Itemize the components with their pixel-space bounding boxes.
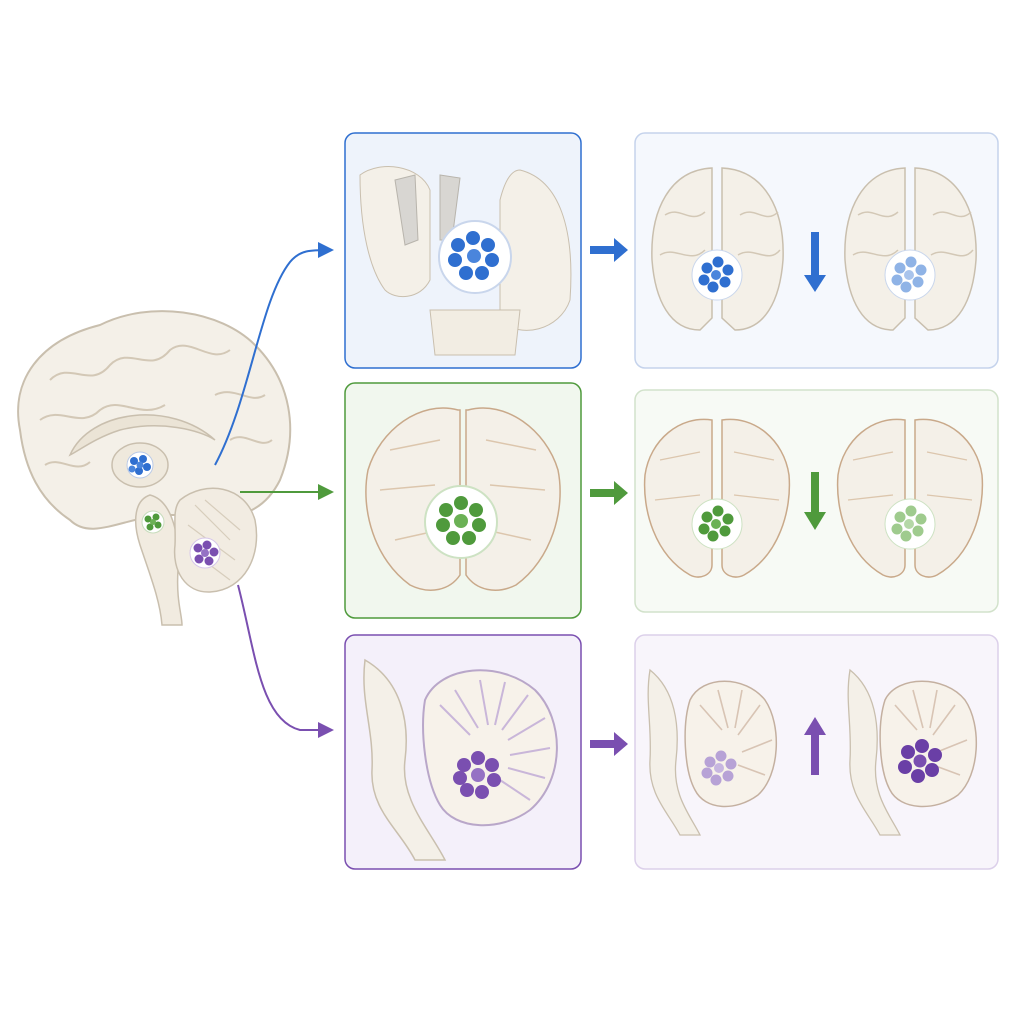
blue-cell-cluster-large (448, 231, 499, 280)
sagittal-brain (17, 310, 292, 626)
green-nucleus-marker (141, 510, 165, 534)
blue-row (344, 132, 999, 369)
green-brainstem-before (643, 418, 791, 578)
green-brainstem-after (836, 418, 984, 578)
blue-brain-after (844, 167, 977, 331)
blue-step-arrow (590, 238, 628, 262)
green-step-arrow (590, 481, 628, 505)
purple-step-arrow (590, 732, 628, 756)
blue-change-arrow-down (804, 232, 826, 292)
purple-change-arrow-up (804, 717, 826, 775)
green-change-arrow-down (804, 472, 826, 530)
blue-nucleus-marker (126, 451, 154, 479)
purple-nucleus-marker (189, 537, 221, 569)
purple-row (344, 634, 999, 870)
purple-cell-cluster-large (453, 751, 501, 799)
blue-brain-before (651, 167, 784, 331)
purple-cerebellum-before (647, 668, 778, 836)
green-cell-cluster-large (436, 496, 486, 545)
blue-connector-arrow (214, 242, 334, 466)
purple-cerebellum-after (847, 668, 978, 836)
purple-cerebellum-section (422, 669, 558, 827)
corpus-callosum (68, 414, 216, 457)
green-row (344, 382, 999, 619)
cerebellum (173, 487, 258, 593)
purple-connector-arrow (237, 584, 334, 738)
